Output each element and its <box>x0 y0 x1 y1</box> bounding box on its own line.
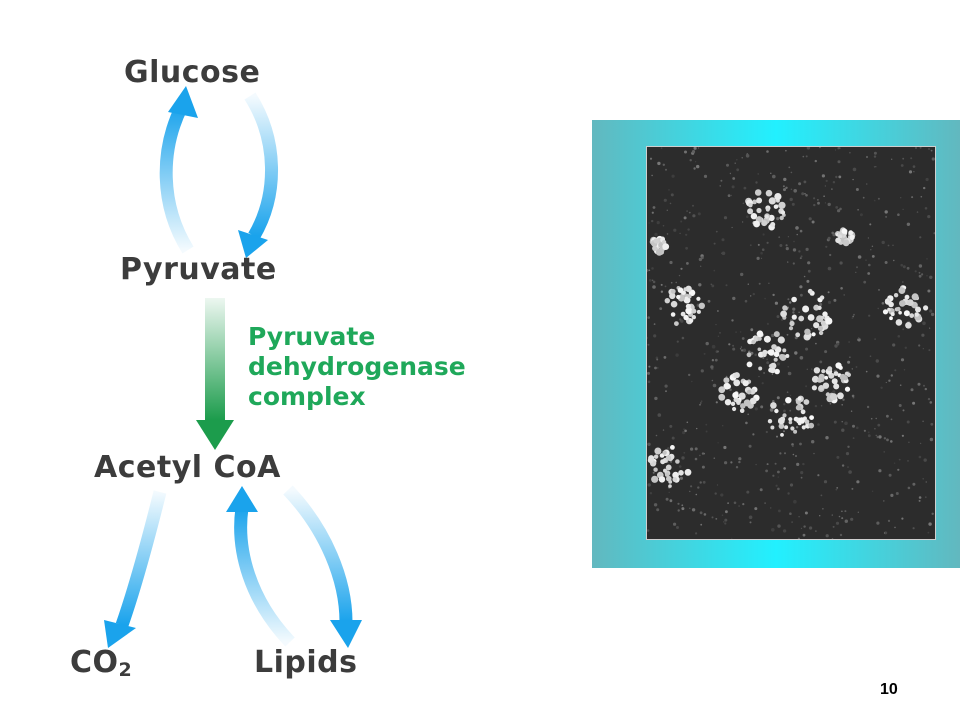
particle-cluster <box>835 227 856 247</box>
micrograph-svg <box>647 147 935 539</box>
particle-cluster <box>664 285 705 326</box>
enzyme-label-line-1: Pyruvate <box>248 322 376 351</box>
particle-cluster <box>745 189 786 231</box>
electron-micrograph-image <box>646 146 936 540</box>
node-glucose: Glucose <box>124 55 261 90</box>
particle-cluster <box>767 395 815 437</box>
arrow-lipids-to-acetyl-coa <box>226 486 295 647</box>
particle-cluster <box>746 330 790 375</box>
micrograph-background <box>647 147 935 539</box>
arrow-glucose-to-pyruvate <box>238 92 278 258</box>
co2-base: CO <box>70 645 119 680</box>
particle-cluster <box>718 372 760 414</box>
node-co2: CO2 <box>70 648 132 680</box>
page-number: 10 <box>880 681 898 698</box>
node-acetyl-coa: Acetyl CoA <box>94 450 281 485</box>
particle-cluster <box>647 445 692 488</box>
particle-cluster <box>882 285 929 329</box>
node-pyruvate: Pyruvate <box>120 252 277 287</box>
arrow-pyruvate-to-glucose <box>159 86 198 254</box>
node-lipids: Lipids <box>254 645 358 680</box>
micrograph-frame <box>592 120 960 568</box>
arrow-acetyl-coa-to-lipids <box>283 485 362 648</box>
pathway-arrows <box>104 86 362 648</box>
enzyme-label: Pyruvate dehydrogenase complex <box>248 322 466 412</box>
particle-cluster <box>811 362 851 404</box>
arrow-acetyl-coa-to-co2 <box>104 490 167 648</box>
enzyme-label-line-2: dehydrogenase <box>248 352 466 381</box>
particle-cluster <box>780 288 833 341</box>
arrow-pyruvate-to-acetyl-coa <box>196 298 234 450</box>
co2-subscript: 2 <box>118 659 133 681</box>
enzyme-label-line-3: complex <box>248 382 366 411</box>
particle-cluster <box>649 235 670 256</box>
